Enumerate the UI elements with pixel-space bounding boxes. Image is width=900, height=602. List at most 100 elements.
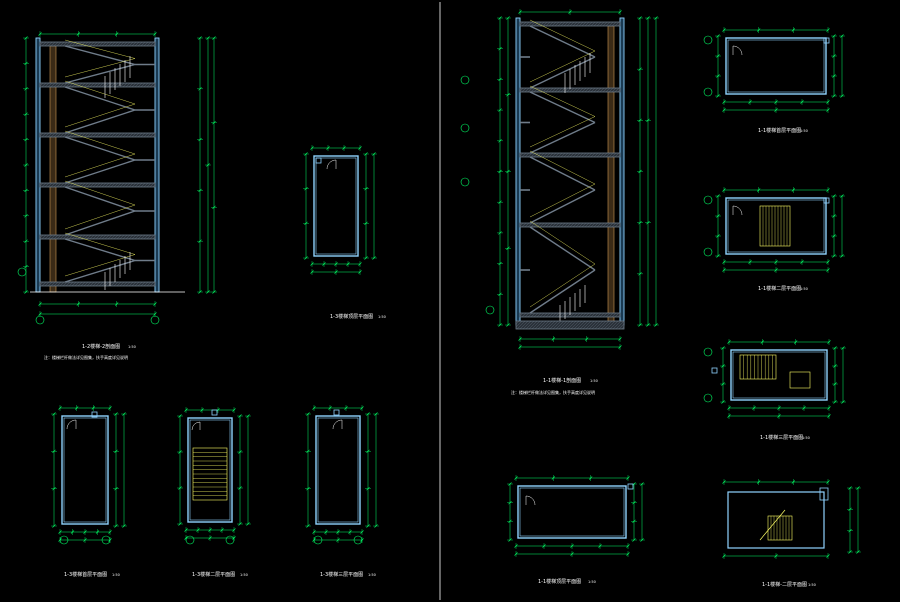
hatch-line — [122, 82, 128, 88]
hatch-line — [569, 87, 575, 93]
hatch-line — [597, 320, 607, 330]
hatch-line — [143, 234, 149, 240]
hatch-line — [587, 312, 593, 318]
hatch-line — [98, 82, 104, 88]
hatch-line — [527, 152, 533, 158]
plan-wall-inner — [732, 351, 826, 399]
hatch-line — [608, 312, 614, 318]
hatch-line — [47, 132, 53, 138]
hatch-line — [590, 312, 596, 318]
hatch-line — [566, 312, 572, 318]
hatch-line — [83, 234, 89, 240]
handrail — [64, 130, 136, 155]
door-swing — [732, 205, 743, 216]
hatch-line — [146, 82, 152, 88]
hatch-line — [516, 320, 526, 330]
hatch-line — [140, 41, 146, 47]
hatch-line — [515, 320, 520, 325]
hatch-line — [119, 182, 125, 188]
hatch-line — [41, 82, 47, 88]
hatch-line — [519, 222, 524, 227]
hatch-line — [128, 132, 134, 138]
plan-row2-scale: 1:50 — [240, 573, 248, 577]
hatch-line — [122, 234, 128, 240]
section-b-column — [607, 25, 615, 326]
hatch-line — [599, 222, 605, 228]
hatch-line — [47, 82, 53, 88]
handrail — [64, 254, 136, 277]
hatch-line — [594, 320, 604, 330]
plan-wall-inner — [315, 157, 357, 255]
hatch-line — [524, 222, 530, 228]
door-swing — [191, 421, 201, 431]
hatch-line — [611, 87, 617, 93]
hatch-line — [554, 87, 560, 93]
hatch-line — [137, 281, 143, 287]
hatch-line — [590, 87, 596, 93]
hatch-line — [575, 87, 581, 93]
hatch-line — [113, 234, 119, 240]
hatch-line — [537, 320, 547, 330]
hatch-line — [125, 41, 131, 47]
stair-flight — [64, 210, 136, 236]
hatch-line — [548, 152, 554, 158]
hatch-line — [62, 182, 68, 188]
hatch-line — [80, 234, 86, 240]
column — [211, 409, 218, 416]
hatch-line — [62, 82, 68, 88]
hatch-line — [110, 41, 116, 47]
stair-landing — [789, 371, 811, 389]
hatch-line — [125, 82, 131, 88]
plan-small-title: 1-3楼梯顶层平面图 — [330, 313, 373, 320]
hatch-line — [62, 234, 68, 240]
hatch-line — [519, 320, 529, 330]
hatch-line — [39, 234, 44, 239]
hatch-line — [564, 320, 574, 330]
hatch-line — [615, 320, 625, 330]
hatch-line — [98, 281, 104, 287]
section-a-left-wall — [35, 37, 41, 293]
hatch-line — [119, 41, 125, 47]
hatch-line — [119, 82, 125, 88]
handrail — [64, 80, 136, 105]
stair-flight — [64, 63, 136, 84]
handrail — [529, 85, 596, 117]
hatch-line — [89, 234, 95, 240]
hatch-line — [563, 312, 569, 318]
hatch-line — [567, 320, 577, 330]
column — [315, 157, 322, 164]
hatch-line — [98, 182, 104, 188]
hatch-line — [101, 132, 107, 138]
plan-row1-title: 1-3楼梯首层平面图 — [64, 571, 107, 578]
hatch-line — [557, 152, 563, 158]
hatch-line — [149, 82, 155, 88]
hatch-line — [53, 132, 59, 138]
hatch-line — [554, 312, 560, 318]
hatch-line — [56, 132, 62, 138]
hatch-line — [149, 132, 155, 138]
hatch-line — [522, 320, 532, 330]
hatch-line — [56, 41, 62, 47]
column — [627, 483, 634, 490]
hatch-line — [56, 182, 62, 188]
plan-wall-inner — [189, 419, 231, 521]
plan-wall-inner — [727, 199, 825, 253]
hatch-line — [149, 234, 155, 240]
hatch-line — [74, 41, 80, 47]
hatch-line — [519, 21, 524, 26]
hatch-line — [47, 281, 53, 287]
plan-wall-outer — [61, 415, 109, 525]
hatch-line — [86, 281, 92, 287]
plan-wall-outer — [315, 415, 361, 525]
hatch-line — [555, 320, 565, 330]
hatch-line — [569, 312, 575, 318]
hatch-line — [39, 182, 44, 187]
plan-r1-title: 1-1楼梯首层平面图 — [758, 127, 801, 134]
hatch-line — [593, 152, 599, 158]
plan-r4-wall — [727, 491, 825, 549]
hatch-line — [573, 320, 583, 330]
hatch-line — [611, 21, 617, 27]
handrail — [529, 19, 596, 52]
hatch-line — [569, 152, 575, 158]
